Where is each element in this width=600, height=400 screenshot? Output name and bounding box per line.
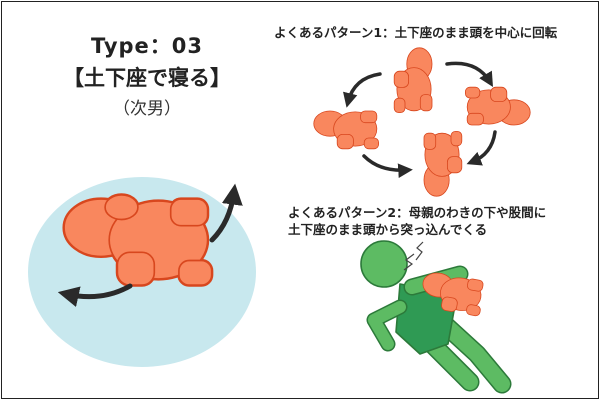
baby-pattern1-right [464, 86, 531, 126]
baby-figure-main-detail [63, 194, 213, 286]
stress-lines [403, 241, 424, 271]
cycle-arrow-bottom-left [362, 154, 413, 178]
cycle-arrow-bottom-right [466, 130, 497, 166]
pattern2-caption-line1: よくあるパターン2：母親のわきの下や股間に [288, 205, 547, 220]
baby-pattern1-left [313, 110, 380, 150]
page-title: 【土下座で寝る】 [63, 66, 231, 90]
pattern2-caption: よくあるパターン2：母親のわきの下や股間に 土下座のまま頭から突っ込んでくる [288, 204, 594, 238]
baby-pattern1-top [393, 47, 433, 114]
type-label: Type：03 [90, 34, 204, 58]
baby-pattern1-bottom [423, 130, 463, 197]
pattern1-caption: よくあるパターン1：土下座のまま頭を中心に回転 [274, 25, 558, 40]
cycle-arrow-top-left [343, 72, 382, 108]
subtitle-note: （次男） [113, 99, 181, 119]
cycle-arrow-top-right [445, 61, 493, 88]
parent-figure [360, 240, 512, 394]
rotate-arrow-left [57, 283, 133, 307]
pattern2-caption-line2: 土下座のまま頭から突っ込んでくる [288, 222, 488, 237]
rotate-arrow-right [209, 183, 243, 243]
baby-pattern2 [422, 272, 484, 317]
